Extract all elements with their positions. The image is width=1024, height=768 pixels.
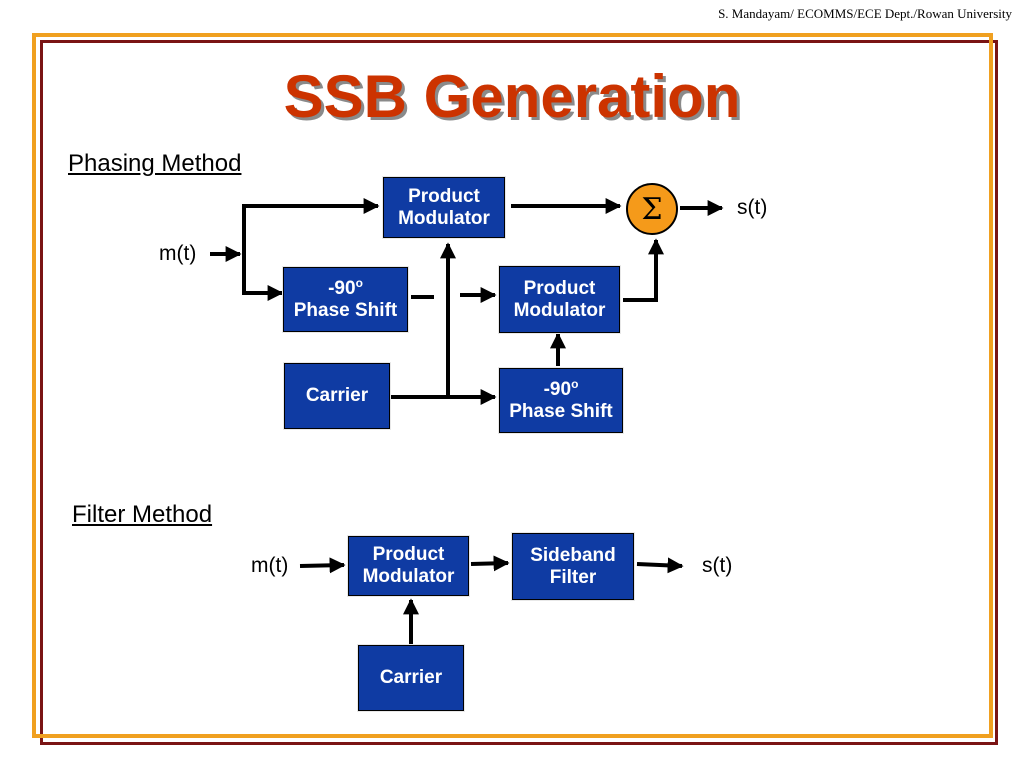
block-label-line1: Product xyxy=(372,544,445,565)
slide-title: SSB Generation xyxy=(283,63,741,130)
block-label-line2: Modulator xyxy=(362,566,455,587)
degree-mark: o xyxy=(571,376,579,391)
phase-shift-upper: -90o Phase Shift xyxy=(283,267,408,332)
product-modulator-top: Product Modulator xyxy=(383,177,505,238)
block-label-line2: Phase Shift xyxy=(509,400,613,422)
phasing-output-label: s(t) xyxy=(737,196,768,219)
wire-filter-out xyxy=(636,557,684,574)
block-label: Carrier xyxy=(379,667,443,688)
product-modulator-bottom: Product Modulator xyxy=(499,266,620,333)
summing-junction: Σ xyxy=(626,183,678,235)
wire-botmod-to-sum xyxy=(623,238,664,302)
wire-mod-to-filter xyxy=(470,555,510,572)
shift-value: -90 xyxy=(543,378,572,400)
filter-output-label: s(t) xyxy=(702,554,733,577)
slide-frame-outer xyxy=(40,40,998,745)
block-label-line1: Sideband xyxy=(530,544,616,566)
block-label-line2: Modulator xyxy=(398,207,490,229)
block-label-line2: Modulator xyxy=(513,299,606,321)
slide-credit: S. Mandayam/ ECOMMS/ECE Dept./Rowan Univ… xyxy=(718,6,1012,21)
slide-frame-inner xyxy=(32,33,993,738)
carrier-block-filter: Carrier xyxy=(358,645,464,711)
filter-method-heading: Filter Method xyxy=(72,501,213,528)
degree-mark: o xyxy=(355,275,363,290)
phasing-input-label: m(t) xyxy=(159,242,197,265)
phasing-method-heading: Phasing Method xyxy=(68,150,242,177)
wire-filter-mt-in xyxy=(299,557,346,574)
product-modulator-filter: Product Modulator xyxy=(348,536,469,596)
block-label-line1: -90o xyxy=(543,376,579,401)
block-label-line1: Product xyxy=(408,185,480,207)
filter-input-label: m(t) xyxy=(251,554,289,577)
carrier-block-phasing: Carrier xyxy=(284,363,390,429)
sideband-filter-block: Sideband Filter xyxy=(512,533,634,600)
wire-split-bottom xyxy=(242,254,284,301)
shift-value: -90 xyxy=(328,277,356,299)
block-label-line2: Filter xyxy=(549,566,597,588)
block-label-line2: Phase Shift xyxy=(293,299,398,321)
block-label-line1: Product xyxy=(523,277,596,299)
block-label: Carrier xyxy=(305,385,369,406)
phase-shift-lower: -90o Phase Shift xyxy=(499,368,623,433)
block-label-line1: -90o xyxy=(328,275,363,300)
